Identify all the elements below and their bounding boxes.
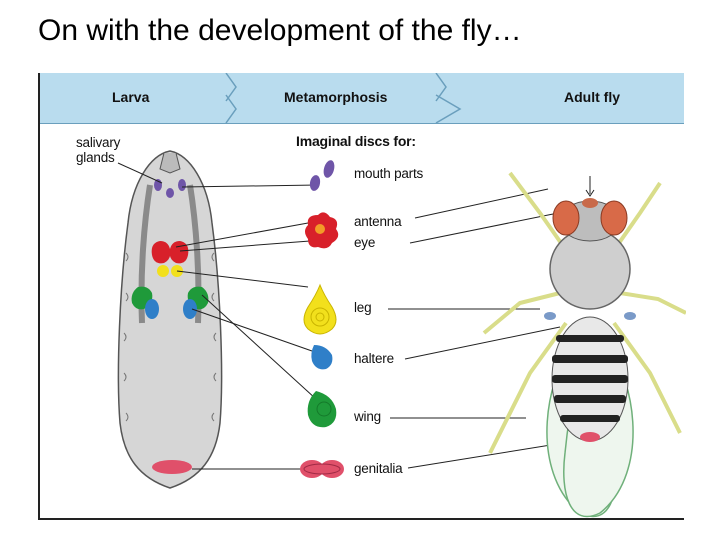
label-antenna: antenna: [354, 214, 401, 229]
label-leg: leg: [354, 300, 371, 315]
disc-mouth-parts-1: [322, 159, 336, 179]
fly-eye-right: [601, 201, 627, 235]
fly-eye-left: [553, 201, 579, 235]
fly-haltere-left: [544, 312, 556, 320]
disc-leg: [304, 285, 336, 334]
disc-haltere: [311, 345, 332, 369]
adult-fly: [484, 173, 686, 517]
disc-antenna-center: [315, 224, 325, 234]
fly-genitalia: [580, 432, 600, 442]
development-figure: Larva Metamorphosis Adult fly: [38, 73, 684, 520]
label-mouth-parts: mouth parts: [354, 166, 423, 181]
fly-haltere-right: [624, 312, 636, 320]
label-genitalia: genitalia: [354, 461, 403, 476]
label-imaginal-discs: Imaginal discs for:: [296, 133, 416, 149]
larva-disc-leg-1: [157, 265, 169, 277]
larva: [118, 151, 221, 488]
label-haltere: haltere: [354, 351, 394, 366]
larva-disc-haltere-right: [183, 299, 197, 319]
larva-body: [118, 151, 221, 488]
larva-disc-eye-antenna-left: [152, 241, 171, 263]
label-salivary: salivary: [76, 135, 120, 150]
larva-disc-haltere-left: [145, 299, 159, 319]
larva-disc-genitalia: [152, 460, 192, 474]
fly-antenna: [582, 198, 598, 208]
larva-disc-mouth-right: [178, 179, 186, 191]
disc-mouth-parts-2: [309, 174, 322, 191]
label-wing: wing: [354, 409, 381, 424]
larva-disc-mouth-center: [166, 188, 174, 198]
larva-disc-eye-antenna-right: [170, 241, 189, 263]
slide-title: On with the development of the fly…: [38, 14, 522, 48]
larva-mouth-hooks: [160, 153, 180, 173]
imaginal-discs: [300, 159, 344, 478]
label-salivary-glands: salivary glands: [76, 135, 120, 165]
label-glands: glands: [76, 150, 120, 165]
disc-wing: [308, 391, 337, 427]
label-eye: eye: [354, 235, 375, 250]
